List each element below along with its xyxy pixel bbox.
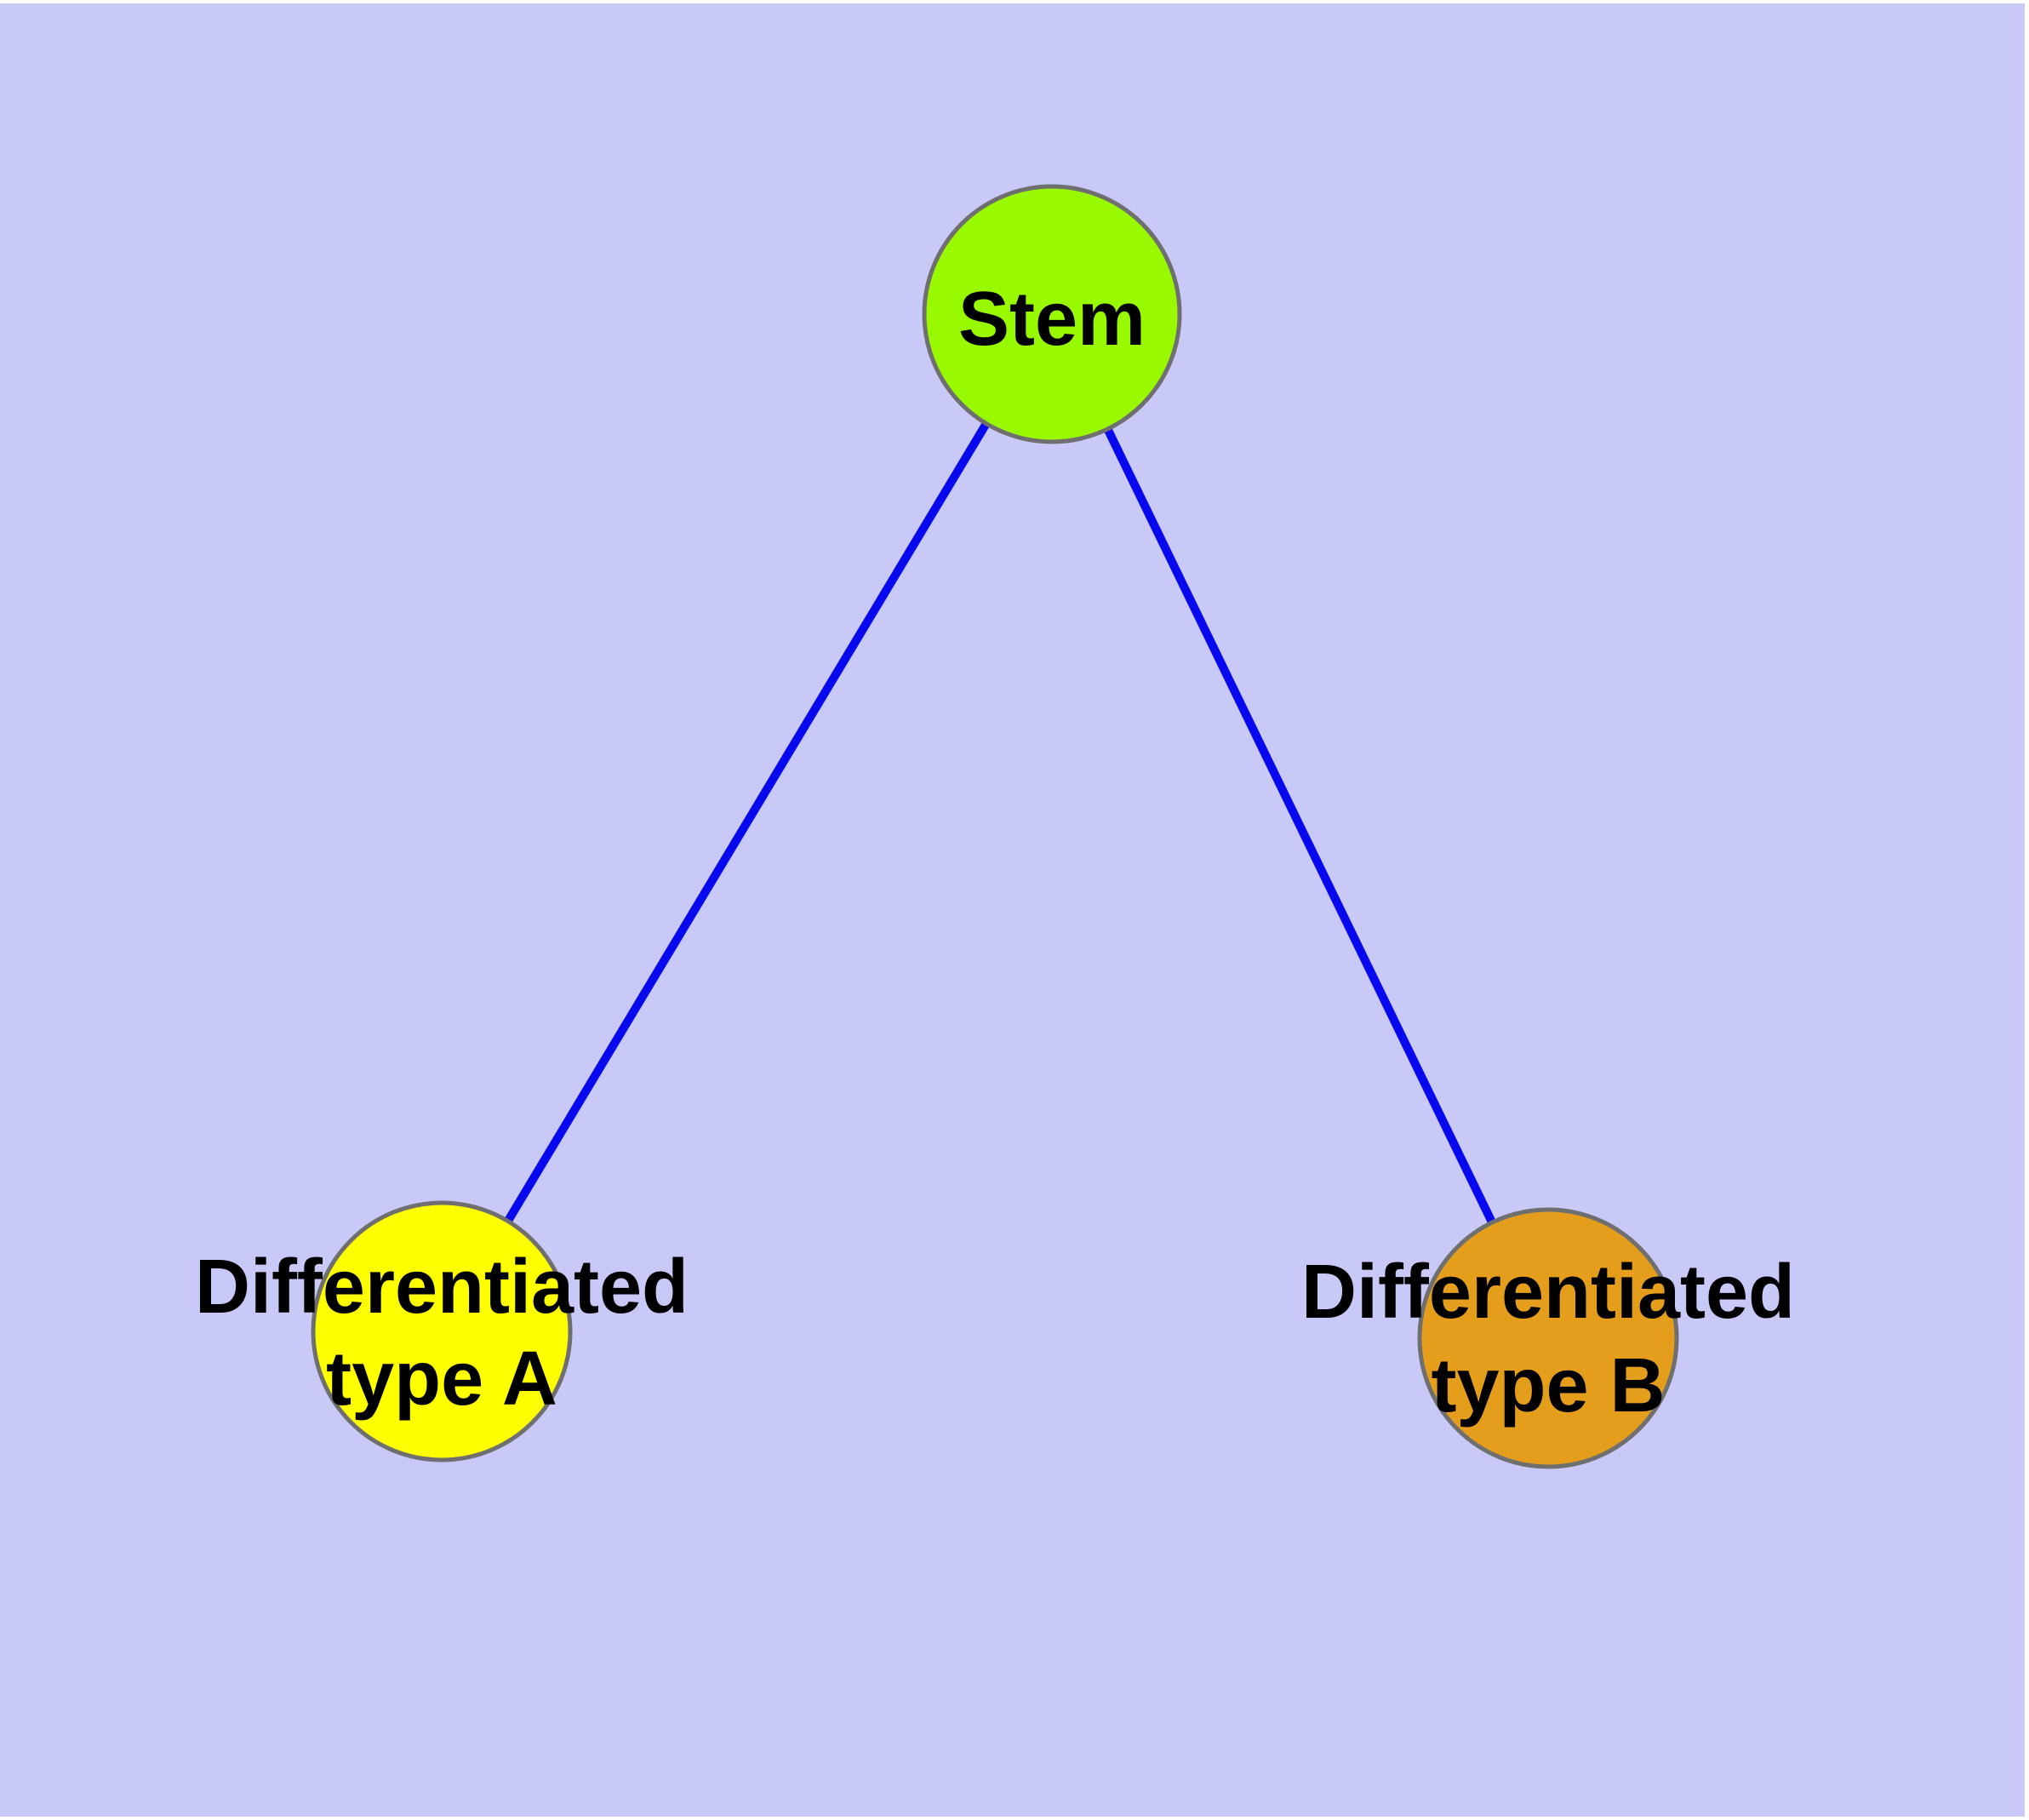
edge-stem-to-type-a: [437, 312, 1056, 1334]
node-differentiated-type-b-circle: [1417, 1207, 1679, 1469]
node-differentiated-type-b: Differentiated type B: [1301, 1207, 1795, 1469]
node-differentiated-type-b-label-line2: type B: [1431, 1343, 1665, 1428]
node-stem-circle: [922, 184, 1182, 444]
node-differentiated-type-a: Differentiated type A: [195, 1200, 689, 1462]
node-differentiated-type-a-label-line2: type A: [326, 1336, 557, 1422]
node-differentiated-type-a-circle: [311, 1200, 573, 1462]
node-differentiated-type-b-label-line1: Differentiated: [1301, 1250, 1795, 1335]
edge-stem-to-type-b: [1048, 312, 1552, 1341]
node-differentiated-type-a-label-line1: Differentiated: [195, 1245, 689, 1330]
node-stem: Stem: [922, 184, 1182, 444]
node-stem-label: Stem: [958, 277, 1146, 362]
